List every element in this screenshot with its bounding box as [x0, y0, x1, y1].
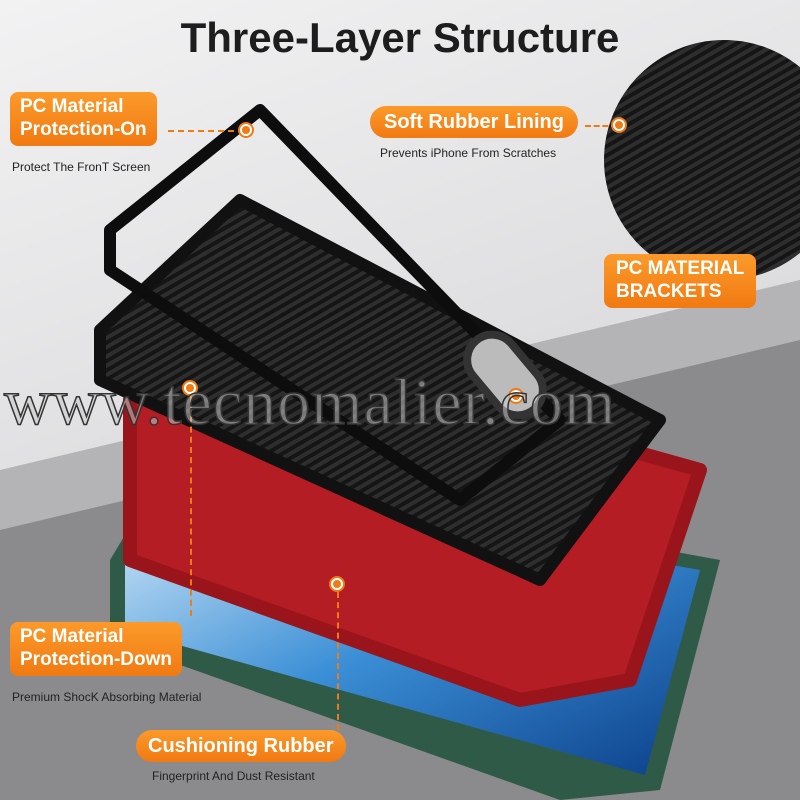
leader-line [190, 396, 192, 616]
ring-kickstand [463, 330, 547, 420]
texture-closeup [604, 40, 800, 280]
leader-line [168, 130, 244, 132]
callout-cushioning-desc: Fingerprint And Dust Resistant [152, 769, 315, 783]
marker-dot [613, 119, 625, 131]
marker-dot [184, 382, 196, 394]
rubber-lining-layer [94, 194, 666, 586]
leader-line [337, 592, 339, 730]
callout-pc-bottom: PC Material Protection-Down [10, 622, 182, 676]
callout-pc-top: PC Material Protection-On [10, 92, 157, 146]
callout-soft-rubber: Soft Rubber Lining [370, 106, 578, 138]
leader-line [585, 125, 617, 127]
callout-soft-rubber-desc: Prevents iPhone From Scratches [380, 146, 557, 160]
marker-dot [240, 124, 252, 136]
callout-pc-top-desc: Protect The FronT Screen [12, 160, 151, 174]
callout-pc-bottom-desc: Premium ShocK Absorbing Material [12, 690, 202, 704]
callout-cushioning: Cushioning Rubber [136, 730, 346, 762]
callout-brackets: PC MATERIAL BRACKETS [604, 254, 757, 308]
marker-dot [510, 390, 522, 402]
watermark: www.tecnomalier.com [3, 365, 617, 440]
marker-dot [331, 578, 343, 590]
page-title: Three-Layer Structure [180, 14, 620, 61]
